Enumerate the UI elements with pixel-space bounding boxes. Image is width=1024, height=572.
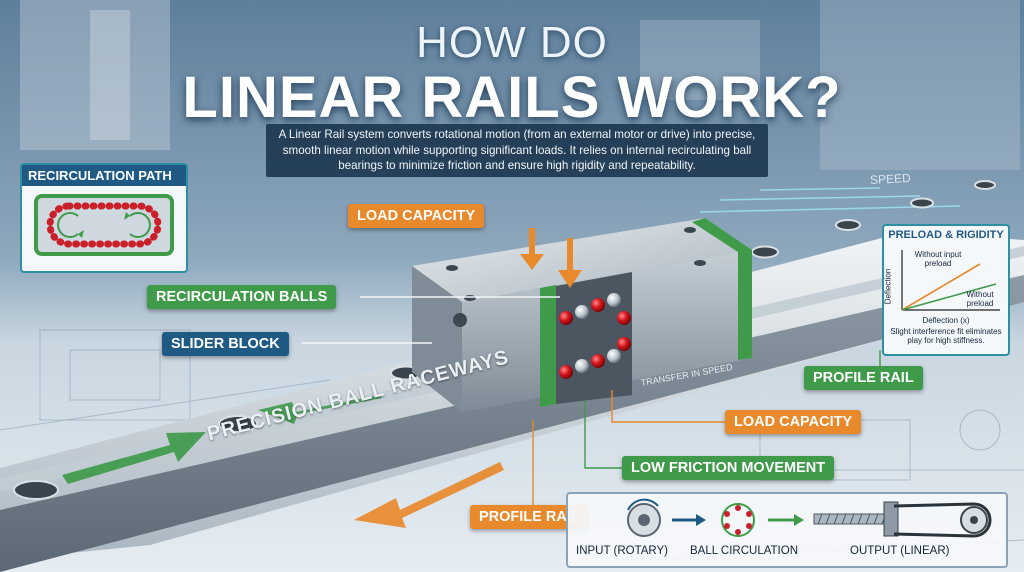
speed-label: SPEED <box>869 170 912 188</box>
description-box: A Linear Rail system converts rotational… <box>266 124 768 177</box>
flow-middle-label: BALL CIRCULATION <box>690 545 798 557</box>
preload-xlabel: Deflection (x) <box>922 316 970 325</box>
title-line-1: HOW DO <box>416 18 608 67</box>
label-recirculation-balls: RECIRCULATION BALLS <box>147 285 337 309</box>
preload-series-with: Without input preload <box>914 250 962 268</box>
preload-panel-title: PRELOAD & RIGIDITY <box>888 229 1004 241</box>
preload-ylabel: Deflection <box>883 268 893 305</box>
label-slider-block: SLIDER BLOCK <box>162 332 289 356</box>
preload-series-without: Without preload <box>966 290 994 308</box>
label-profile-rail-right: PROFILE RAIL <box>804 366 923 390</box>
label-load-capacity-bottom: LOAD CAPACITY <box>725 410 862 434</box>
title-line-2: LINEAR RAILS WORK? <box>182 65 842 130</box>
recirculation-diagram <box>34 194 174 256</box>
recirculation-path-title: RECIRCULATION PATH <box>22 165 186 186</box>
preload-chart <box>901 250 1000 311</box>
flow-output-label: OUTPUT (LINEAR) <box>850 545 950 557</box>
label-load-capacity-top: LOAD CAPACITY <box>348 204 485 228</box>
motion-flow-panel: INPUT (ROTARY) BALL CIRCULATION OUTPUT (… <box>566 492 1008 568</box>
flow-input-label: INPUT (ROTARY) <box>576 545 669 557</box>
preload-caption: Slight interference fit eliminates play … <box>890 327 1002 345</box>
recirculation-path-panel: RECIRCULATION PATH <box>20 163 188 273</box>
label-low-friction-movement: LOW FRICTION MOVEMENT <box>622 456 835 480</box>
preload-rigidity-panel: PRELOAD & RIGIDITY Deflection Without in… <box>882 224 1010 356</box>
motion-flow-diagram <box>627 498 992 538</box>
